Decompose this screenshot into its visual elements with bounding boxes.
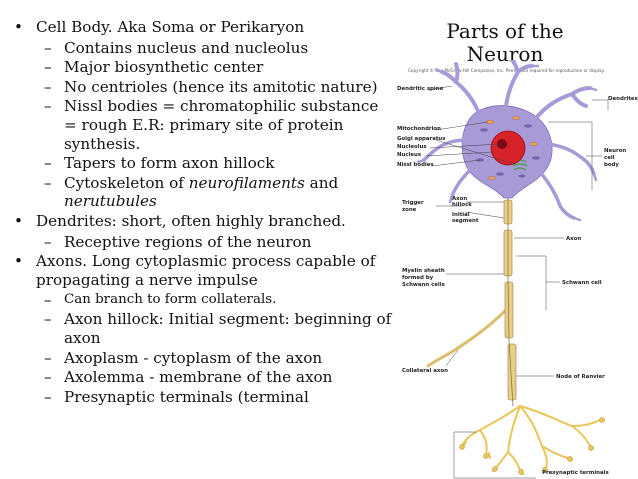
- label-nucleolus: Nucleolus: [397, 144, 427, 150]
- dendrite-branches: [416, 60, 598, 222]
- sub-bullet: Axolemma - membrane of the axon: [14, 368, 394, 387]
- neuron-diagram: Dendritic spine Dendrites Mitochondrion …: [397, 60, 638, 479]
- nucleolus: [497, 139, 507, 149]
- label-neuron-cell-body: Neuron: [604, 148, 626, 154]
- label-nissl: Nissl bodies: [397, 162, 434, 168]
- label-initial-segment: segment: [452, 218, 479, 224]
- sub-bullet: No centrioles (hence its amitotic nature…: [14, 78, 394, 97]
- sub-bullet: Contains nucleus and nucleolus: [14, 39, 394, 58]
- sub-bullet: Receptive regions of the neuron: [14, 233, 394, 252]
- italic-term: neurofilaments: [188, 173, 305, 192]
- label-axon-hillock: Axon: [452, 196, 467, 202]
- label-golgi: Golgi apparatus: [397, 136, 445, 142]
- label-mitochondrion: Mitochondrion: [397, 126, 441, 132]
- label-trigger-zone: zone: [402, 207, 417, 213]
- sub-bullet: Axoplasm - cytoplasm of the axon: [14, 349, 394, 368]
- label-neuron-cell-body: body: [604, 162, 619, 168]
- italic-term: nerutubules: [64, 192, 157, 211]
- mitochondria: [485, 116, 539, 180]
- axon-core: [507, 188, 514, 407]
- label-leader-lines: [425, 85, 609, 479]
- nissl-bodies: [476, 124, 540, 178]
- sub-bullet: Presynaptic terminals (terminal: [14, 388, 394, 407]
- label-axon: Axon: [566, 236, 581, 242]
- label-nucleus: Nucleus: [397, 152, 421, 158]
- myelinated-axon: [503, 199, 517, 401]
- nucleus: [490, 130, 526, 166]
- label-axon-hillock: hillock: [452, 202, 472, 208]
- presynaptic-terminal-knobs: [459, 417, 605, 475]
- collateral-axon: [426, 304, 512, 368]
- bullet-list: Cell Body. Aka Soma or Perikaryon Contai…: [14, 18, 394, 407]
- sub-bullet: Axon hillock: Initial segment: beginning…: [14, 310, 394, 347]
- label-myelin-sheath: Schwann cells: [402, 282, 445, 288]
- sub-bullet-cytoskeleton: Cytoskeleton of neurofilaments and nerut…: [14, 174, 394, 211]
- sub-bullet: Can branch to form collaterals.: [14, 291, 394, 309]
- slide-title: Parts of the Neuron: [446, 19, 564, 66]
- label-myelin-sheath: Myelin sheath: [402, 268, 445, 274]
- collateral-core: [427, 305, 511, 367]
- text-span: Cytoskeleton of: [64, 173, 189, 192]
- bullet-axons: Axons. Long cytoplasmic process capable …: [14, 252, 394, 289]
- label-collateral-axon: Collateral axon: [402, 368, 448, 374]
- label-dendritic-spine: Dendritic spine: [397, 86, 444, 92]
- label-initial-segment: Initial: [452, 212, 470, 218]
- label-dendrites: Dendrites: [608, 96, 638, 102]
- text-span: and: [304, 173, 339, 192]
- label-neuron-cell-body: cell: [604, 155, 615, 161]
- bullet-cell-body: Cell Body. Aka Soma or Perikaryon: [14, 18, 394, 37]
- label-presynaptic-terminals: Presynaptic terminals: [542, 470, 609, 476]
- label-myelin-sheath: formed by: [402, 275, 434, 281]
- bullet-dendrites: Dendrites: short, often highly branched.: [14, 212, 394, 231]
- sub-bullet: Tapers to form axon hillock: [14, 154, 394, 173]
- sub-bullet: Major biosynthetic center: [14, 58, 394, 77]
- label-node-of-ranvier: Node of Ranvier: [556, 374, 605, 380]
- copyright-note: Copyright © The McGraw-Hill Companies, I…: [408, 68, 605, 73]
- label-schwann-cell: Schwann cell: [562, 280, 602, 286]
- presynaptic-terminal-branches: [461, 405, 605, 475]
- label-trigger-zone: Trigger: [402, 200, 424, 206]
- sub-bullet: Nissl bodies = chromatophilic substance …: [14, 97, 394, 153]
